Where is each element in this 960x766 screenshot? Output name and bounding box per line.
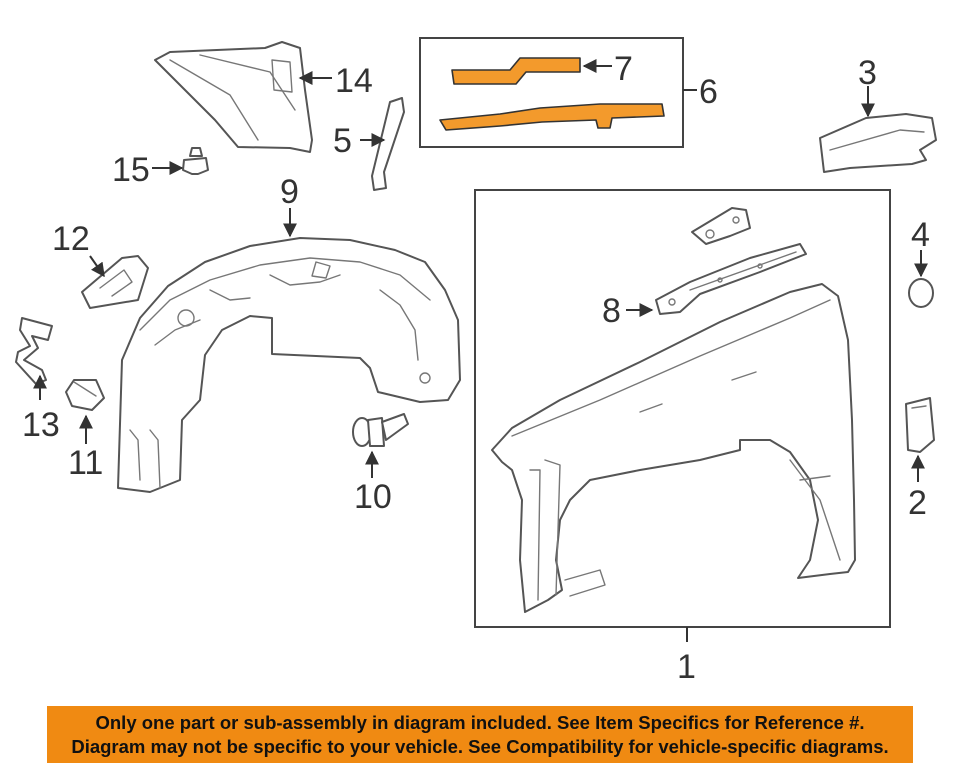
callout-8: 8 (602, 292, 621, 330)
callout-5: 5 (333, 122, 352, 160)
part-15-retainer-pin (182, 147, 209, 175)
part-6-reinforcement-highlighted (439, 103, 665, 131)
callout-2: 2 (908, 484, 927, 522)
disclaimer-line-2: Diagram may not be specific to your vehi… (71, 736, 889, 757)
callout-3: 3 (858, 54, 877, 92)
highlight-box (419, 37, 684, 148)
disclaimer-banner: Only one part or sub-assembly in diagram… (47, 706, 913, 763)
callout-7: 7 (614, 50, 633, 88)
callout-9: 9 (280, 173, 299, 211)
part-13-seal (15, 317, 53, 385)
callout-11: 11 (68, 444, 103, 482)
part-8-support-rail (655, 243, 807, 315)
callout-14: 14 (335, 62, 373, 100)
callout-10: 10 (354, 478, 392, 516)
fender-assembly-box (474, 189, 891, 628)
part-11-clip (65, 379, 105, 411)
part-fender-upper-bracket (691, 207, 751, 245)
disclaimer-line-1: Only one part or sub-assembly in diagram… (95, 712, 865, 733)
part-10-bolt (352, 413, 409, 447)
callout-15: 15 (112, 151, 150, 189)
part-12-bracket (81, 255, 149, 309)
part-1-fender (491, 283, 856, 613)
callout-12: 12 (52, 220, 90, 258)
part-3-bracket (819, 113, 937, 173)
part-4-plug (908, 278, 934, 308)
part-7-bracket-highlighted (451, 57, 581, 85)
part-14-splash-shield (154, 41, 313, 153)
callout-4: 4 (911, 216, 930, 254)
part-2-bracket (905, 397, 935, 453)
callout-13: 13 (22, 406, 60, 444)
callout-6: 6 (699, 73, 718, 111)
part-5-brace (371, 97, 405, 191)
part-9-wheelhouse-liner (117, 237, 461, 493)
callout-1: 1 (677, 648, 696, 686)
parts-diagram: 14 15 5 7 6 3 4 2 12 (15, 37, 937, 686)
